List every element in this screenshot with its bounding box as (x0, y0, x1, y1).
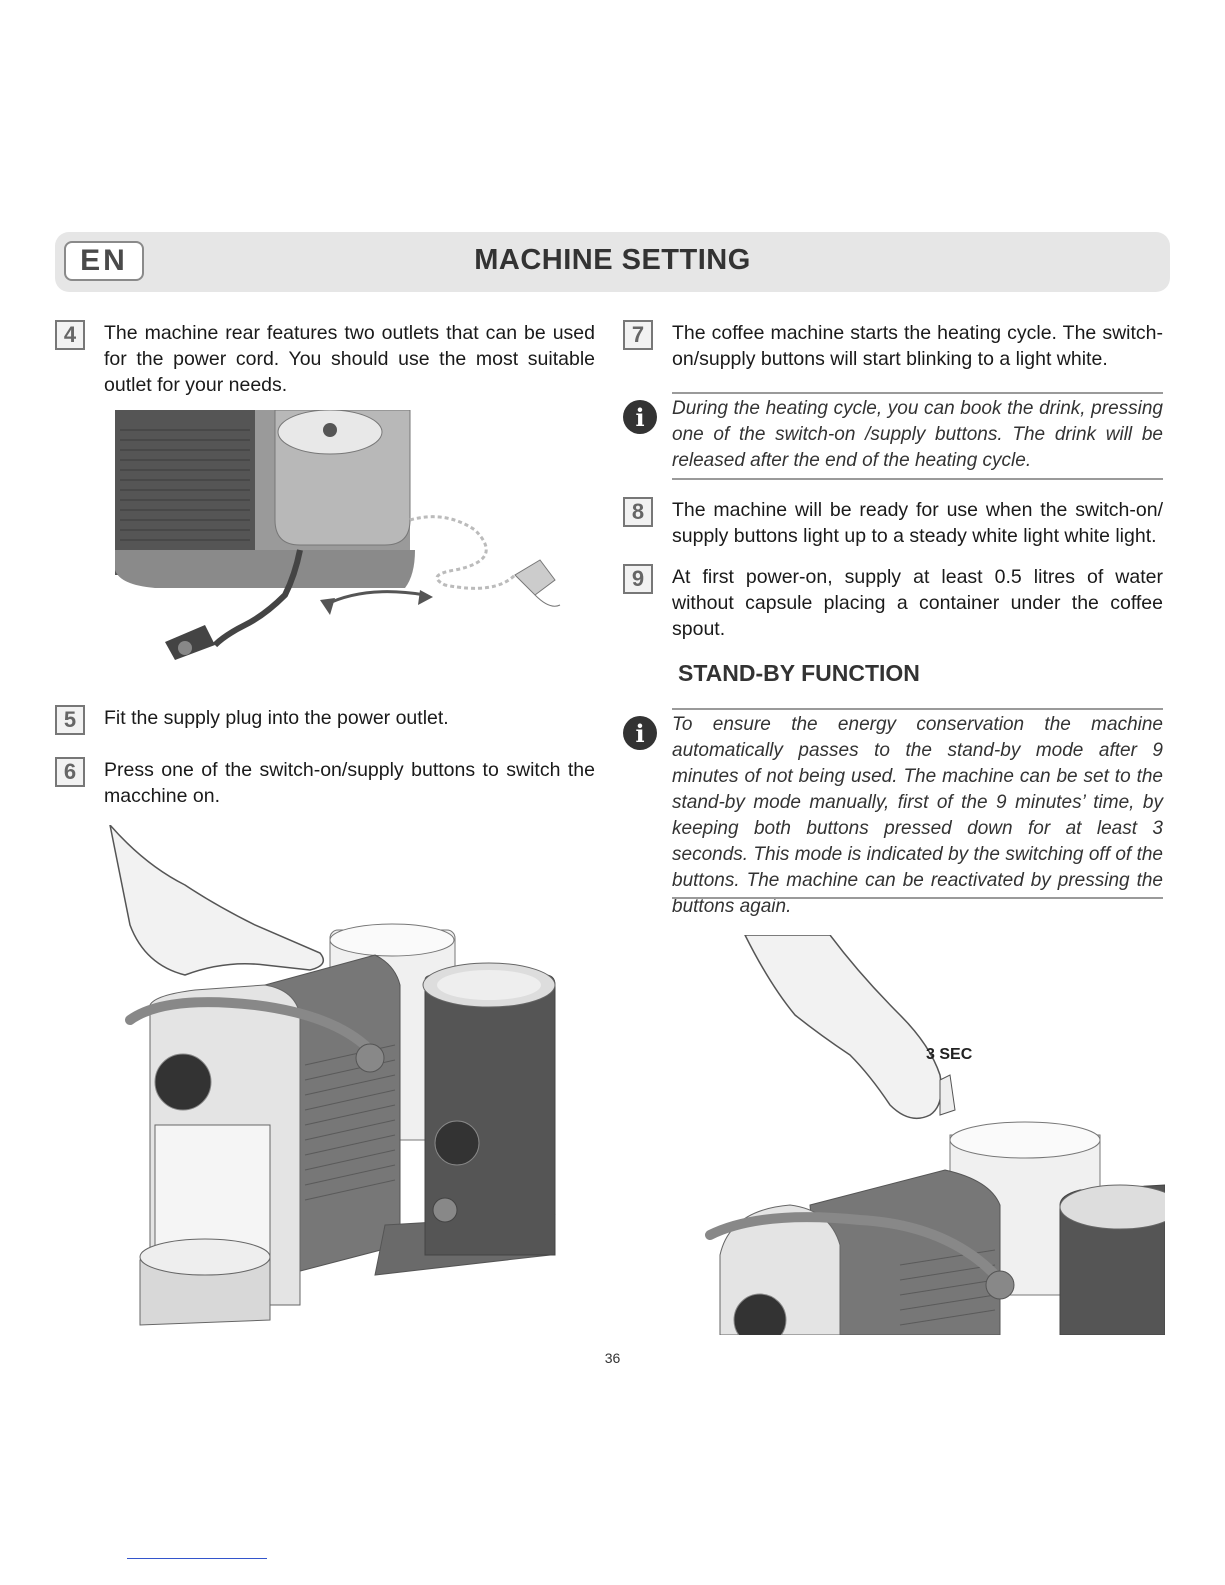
step-number: 9 (623, 564, 653, 594)
info-icon: i (623, 400, 657, 434)
step-number: 8 (623, 497, 653, 527)
step-text: The coffee machine starts the heating cy… (672, 322, 1163, 370)
step-text: The machine rear features two outlets th… (104, 322, 595, 396)
footer-link-underline[interactable] (127, 1558, 267, 1559)
step-text: Press one of the switch-on/supply button… (104, 759, 595, 807)
divider (672, 708, 1163, 710)
standby-press-illustration: 3 SEC (705, 935, 1165, 1335)
step-number: 6 (55, 757, 85, 787)
hold-duration-label: 3 SEC (926, 1046, 973, 1063)
info-icon: i (623, 716, 657, 750)
info-note-standby: i To ensure the energy conservation the … (623, 708, 1163, 917)
press-button-illustration (109, 825, 556, 1326)
language-badge: EN (64, 241, 144, 281)
info-note-heating: i During the heating cycle, you can book… (623, 392, 1163, 482)
step-text: Fit the supply plug into the power outle… (104, 707, 449, 729)
step-number: 5 (55, 705, 85, 735)
step-number: 7 (623, 320, 653, 350)
standby-section-title: STAND-BY FUNCTION (678, 660, 920, 686)
divider (672, 478, 1163, 480)
page-title: MACHINE SETTING (474, 244, 751, 276)
info-text: To ensure the energy conservation the ma… (672, 714, 1163, 917)
divider (672, 897, 1163, 899)
divider (672, 392, 1163, 394)
step-text: At first power-on, supply at least 0.5 l… (672, 566, 1163, 640)
step-text: The machine will be ready for use when t… (672, 499, 1163, 547)
step-number: 4 (55, 320, 85, 350)
info-text: During the heating cycle, you can book t… (672, 398, 1163, 471)
power-cord-illustration (115, 410, 561, 660)
header-bar: EN MACHINE SETTING (55, 232, 1170, 292)
page-number: 36 (604, 1350, 621, 1366)
